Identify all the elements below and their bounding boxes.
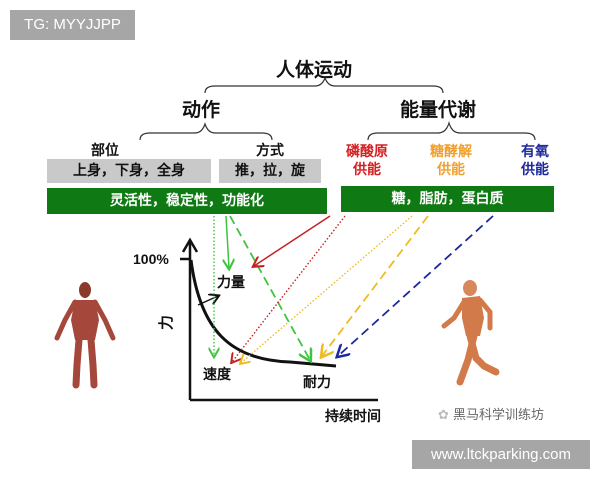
site-watermark-badge: www.ltckparking.com — [412, 440, 590, 469]
aerobic-system: 有氧 供能 — [515, 143, 555, 179]
position-box: 上身，下身，全身 — [47, 159, 211, 183]
wechat-account-name: 黑马科学训练坊 — [453, 408, 545, 423]
phosphagen-line2: 供能 — [353, 162, 381, 178]
method-label: 方式 — [256, 143, 284, 159]
y-axis-label: 力 — [157, 314, 176, 331]
running-muscle-figure — [441, 280, 500, 386]
root-title: 人体运动 — [276, 59, 353, 81]
glycolytic-line1: 糖酵解 — [430, 144, 472, 160]
movement-qualities-bar: 灵活性，稳定性，功能化 — [47, 188, 327, 214]
aerobic-line1: 有氧 — [521, 144, 549, 160]
phosphagen-line1: 磷酸原 — [346, 144, 388, 160]
method-box: 推，拉，旋 — [219, 159, 321, 183]
glycolytic-line2: 供能 — [437, 162, 465, 178]
watermark-badge: TG: MYYJJPP — [10, 10, 135, 40]
speed-label: 速度 — [203, 367, 231, 383]
position-label: 部位 — [91, 143, 119, 159]
x-axis-label: 持续时间 — [325, 409, 381, 425]
standing-muscle-figure — [54, 282, 116, 389]
strength-label: 力量 — [217, 275, 245, 291]
wechat-watermark: ✿ 黑马科学训练坊 — [438, 404, 544, 423]
fuel-substrates-bar: 糖，脂肪，蛋白质 — [341, 186, 554, 212]
phosphagen-system: 磷酸原 供能 — [340, 143, 394, 179]
y-axis-tick-100: 100% — [133, 251, 169, 267]
wechat-icon: ✿ — [438, 408, 454, 423]
metabolism-title: 能量代谢 — [400, 99, 477, 121]
aerobic-line2: 供能 — [521, 162, 549, 178]
endurance-label: 耐力 — [303, 375, 331, 391]
movement-title: 动作 — [182, 99, 221, 121]
glycolytic-system: 糖酵解 供能 — [424, 143, 478, 179]
